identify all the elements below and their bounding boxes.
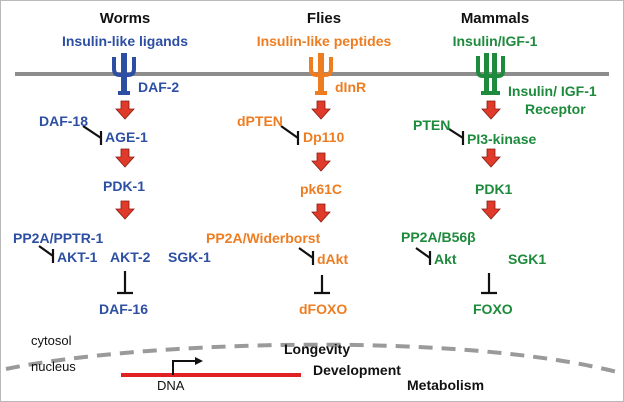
output-metabolism: Metabolism bbox=[407, 377, 485, 393]
worms-node-akt2: AKT-2 bbox=[110, 249, 151, 265]
output-longevity: Longevity bbox=[284, 341, 351, 357]
flies-receptor-icon bbox=[309, 53, 333, 95]
worms-node-sgk1: SGK-1 bbox=[168, 249, 211, 265]
arrow-worms-1 bbox=[115, 100, 135, 120]
inhibit-pp2a-mammals bbox=[415, 247, 432, 265]
flies-node-dfoxo: dFOXO bbox=[299, 301, 348, 317]
inhibit-daf18 bbox=[82, 125, 103, 145]
mammals-ligand: Insulin/IGF-1 bbox=[452, 33, 538, 49]
inhibit-akt-daf16 bbox=[117, 271, 133, 295]
cytosol-label: cytosol bbox=[31, 333, 72, 348]
output-development: Development bbox=[313, 362, 401, 378]
inhibit-pp2a-flies bbox=[298, 247, 315, 265]
mammals-header: Mammals bbox=[460, 10, 530, 27]
arrow-mammals-3 bbox=[481, 200, 501, 220]
arrow-worms-2 bbox=[115, 148, 135, 168]
mammals-inhibitor-pten: PTEN bbox=[413, 117, 451, 133]
nuclear-envelope bbox=[5, 342, 622, 375]
mammals-receptor-icon bbox=[476, 53, 505, 95]
mammals-node-akt: Akt bbox=[434, 251, 457, 267]
worms-inhibitor-daf18: DAF-18 bbox=[39, 113, 89, 129]
arrow-mammals-1 bbox=[481, 100, 501, 120]
mammals-node-pi3kinase: PI3-kinase bbox=[467, 131, 537, 147]
worms-node-age1: AGE-1 bbox=[105, 129, 148, 145]
worms-node-daf16: DAF-16 bbox=[99, 301, 149, 317]
worms-ligand: Insulin-like ligands bbox=[61, 33, 189, 49]
worms-node-pdk1: PDK-1 bbox=[103, 178, 146, 194]
arrow-flies-2 bbox=[311, 152, 331, 172]
flies-header: Flies bbox=[306, 10, 342, 27]
inhibit-akt-foxo bbox=[481, 273, 497, 295]
arrow-mammals-2 bbox=[481, 148, 501, 168]
dna-label: DNA bbox=[157, 378, 185, 393]
inhibit-dakt-dfoxo bbox=[314, 275, 330, 295]
flies-node-pk61c: pk61C bbox=[300, 181, 343, 197]
inhibit-pten bbox=[448, 128, 465, 145]
inhibit-dpten bbox=[280, 125, 300, 145]
flies-receptor: dInR bbox=[335, 79, 367, 95]
worms-receptor: DAF-2 bbox=[138, 79, 180, 95]
mammals-node-sgk1: SGK1 bbox=[508, 251, 547, 267]
arrow-flies-1 bbox=[311, 100, 331, 120]
worms-inhibitor-pp2a: PP2A/PPTR-1 bbox=[13, 230, 104, 246]
worms-receptor-icon bbox=[112, 53, 136, 95]
mammals-node-foxo: FOXO bbox=[473, 301, 513, 317]
mammals-receptor-line2: Receptor bbox=[525, 101, 586, 117]
flies-ligand: Insulin-like peptides bbox=[256, 33, 392, 49]
worms-header: Worms bbox=[99, 10, 151, 27]
worms-node-akt1: AKT-1 bbox=[57, 249, 98, 265]
flies-inhibitor-pp2a: PP2A/Widerborst bbox=[206, 230, 321, 246]
arrow-flies-3 bbox=[311, 203, 331, 223]
inhibit-pp2a-worms bbox=[38, 245, 55, 263]
mammals-node-pdk1: PDK1 bbox=[475, 181, 513, 197]
transcription-arrow-icon bbox=[172, 357, 203, 375]
flies-node-dp110: Dp110 bbox=[303, 129, 345, 145]
flies-inhibitor-dpten: dPTEN bbox=[237, 113, 283, 129]
nucleus-label: nucleus bbox=[31, 359, 76, 374]
mammals-inhibitor-pp2a: PP2A/B56β bbox=[401, 229, 476, 245]
mammals-receptor-line1: Insulin/ IGF-1 bbox=[508, 83, 597, 99]
flies-node-dakt: dAkt bbox=[317, 251, 349, 267]
arrow-worms-3 bbox=[115, 200, 135, 220]
